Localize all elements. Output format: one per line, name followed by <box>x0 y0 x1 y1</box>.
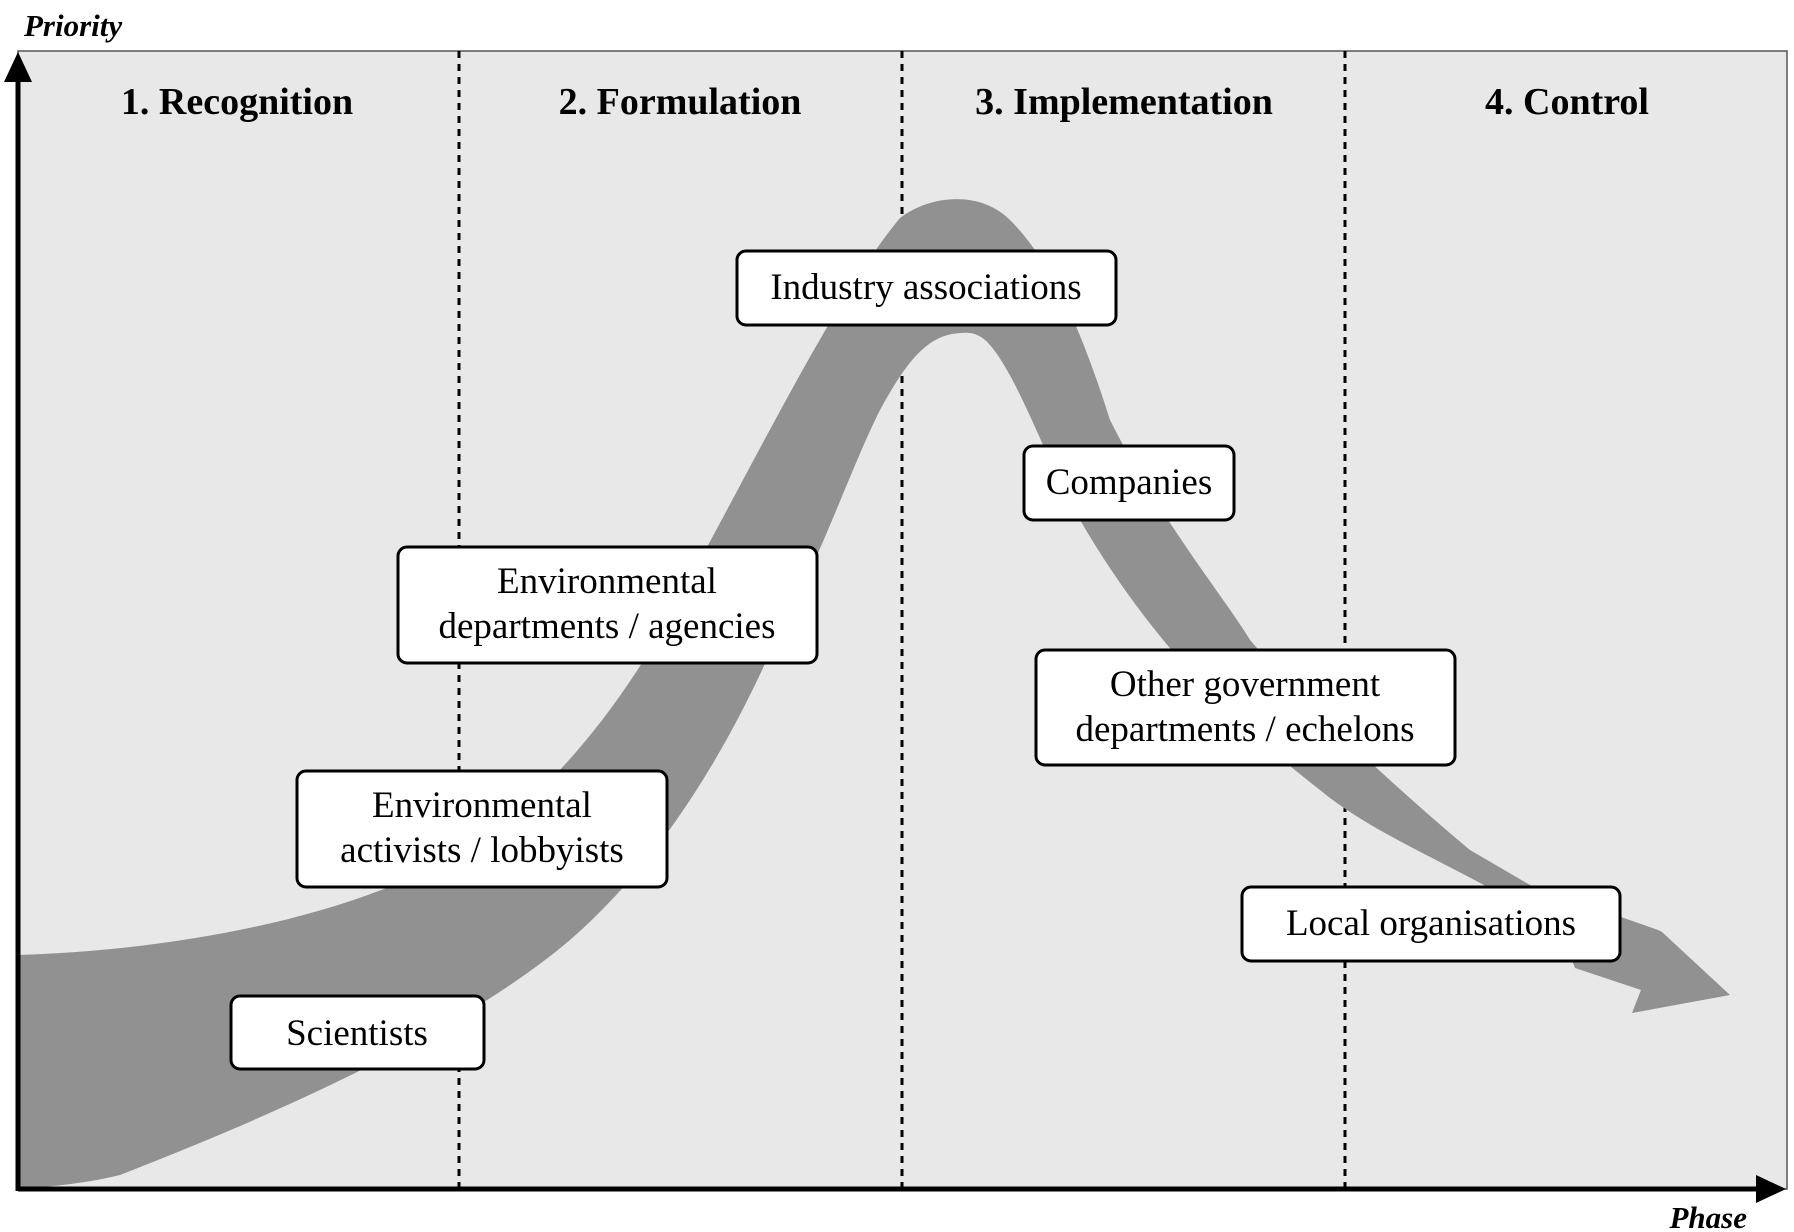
actor-box-label: Companies <box>1046 462 1212 503</box>
actor-box-environmental-departments: Environmental departments / agencies <box>396 545 819 665</box>
actor-box-frame <box>735 249 1118 327</box>
actor-box-frame <box>229 994 486 1071</box>
actor-box-label-line-2: departments / agencies <box>439 606 776 647</box>
actor-box-environmental-activists: Environmental activists / lobbyists <box>295 769 669 889</box>
x-axis-label: Phase <box>1669 1200 1748 1232</box>
phase-title-control: 4. Control <box>1485 81 1649 123</box>
actor-box-frame <box>1022 444 1236 522</box>
issue-cycle-band <box>18 199 1730 1189</box>
actor-box-label: Industry associations <box>770 267 1081 308</box>
actor-box-label-line-1: Environmental <box>372 785 592 826</box>
actor-box-label-line-1: Other government <box>1110 664 1381 705</box>
actor-box-label: Local organisations <box>1286 903 1576 944</box>
actor-box-frame <box>1240 885 1622 963</box>
actor-box-local-organisations: Local organisations <box>1240 885 1622 963</box>
y-axis-label: Priority <box>23 8 122 43</box>
phase-title-formulation: 2. Formulation <box>559 81 802 123</box>
actor-box-frame <box>396 545 819 665</box>
actor-box-companies: Companies <box>1022 444 1236 522</box>
actor-box-label: Scientists <box>286 1013 428 1054</box>
phase-title-implementation: 3. Implementation <box>975 81 1273 123</box>
actor-box-scientists: Scientists <box>229 994 486 1071</box>
actor-box-frame <box>1034 648 1457 767</box>
actor-box-label-line-2: departments / echelons <box>1075 709 1414 750</box>
actor-box-frame <box>295 769 669 889</box>
phase-title-recognition: 1. Recognition <box>121 81 353 123</box>
actor-box-label-line-2: activists / lobbyists <box>340 830 624 871</box>
x-axis-arrow-icon <box>1756 1175 1786 1203</box>
actor-box-label-line-1: Environmental <box>497 561 717 602</box>
actor-box-other-government: Other government departments / echelons <box>1034 648 1457 767</box>
actor-box-industry-associations: Industry associations <box>735 249 1118 327</box>
y-axis-arrow-icon <box>4 52 32 82</box>
